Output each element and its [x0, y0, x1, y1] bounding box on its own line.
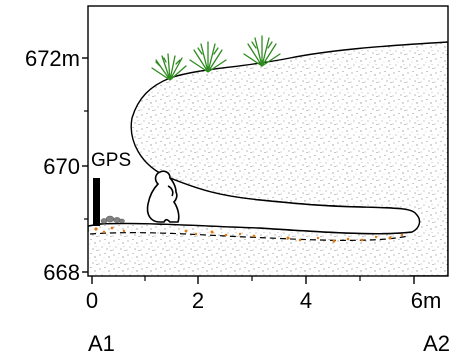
- vegetation: [151, 35, 281, 81]
- y-tick-label: 668: [43, 260, 80, 285]
- gps-label: GPS: [91, 150, 131, 171]
- y-tick-label: 672m: [25, 46, 80, 71]
- plant-2: [189, 41, 227, 73]
- stones: [100, 215, 125, 224]
- plant-1: [151, 53, 187, 81]
- cave-floor-deposit: [88, 231, 410, 276]
- y-axis: 672m 670 668: [25, 46, 88, 285]
- x-tick-label: 2: [192, 288, 204, 313]
- y-tick-label: 670: [43, 154, 80, 179]
- x-tick-label: 6m: [411, 288, 442, 313]
- section-end-label: A2: [423, 331, 450, 356]
- sediment-dots: [94, 226, 404, 243]
- x-tick-label: 4: [300, 288, 312, 313]
- person-scale-figure-icon: [146, 170, 180, 223]
- plant-3: [243, 35, 281, 67]
- sediment-line: [89, 232, 409, 241]
- plot-frame: [87, 5, 449, 277]
- cave-outline: [88, 177, 421, 235]
- section-start-label: A1: [88, 331, 115, 356]
- rock-mass: [88, 41, 448, 276]
- x-tick-label: 0: [86, 288, 98, 313]
- x-axis: 0 2 4 6m: [86, 276, 441, 313]
- gps-marker-post: [93, 178, 100, 226]
